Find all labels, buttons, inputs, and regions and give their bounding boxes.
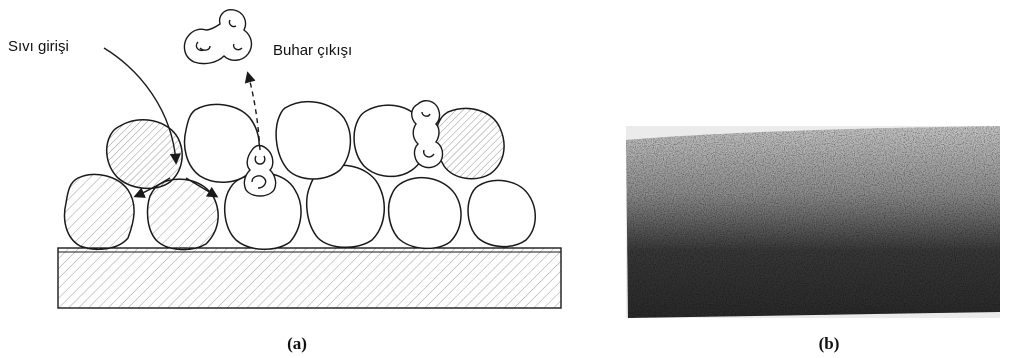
particle [65, 174, 135, 249]
substrate-plate [58, 248, 561, 308]
particle [276, 102, 350, 179]
particle [185, 104, 260, 182]
caption-b: (b) [819, 334, 840, 353]
vapor-bubble-escaping [184, 10, 251, 64]
panel-a: Sıvı girişi Buhar çıkışı (a) [8, 10, 561, 353]
porous-micrograph [626, 126, 1000, 318]
particle [468, 180, 535, 246]
particle [436, 109, 504, 179]
liquid-inlet-label: Sıvı girişi [8, 38, 69, 55]
caption-a: (a) [287, 334, 307, 353]
vapor-outlet-label: Buhar çıkışı [273, 42, 352, 59]
vapor-bubble-nucleating-2 [412, 101, 443, 168]
particle [107, 120, 182, 189]
particle [389, 178, 461, 249]
particle-row-top [107, 102, 504, 189]
particle [148, 179, 219, 249]
panel-b: (b) [626, 126, 1000, 353]
